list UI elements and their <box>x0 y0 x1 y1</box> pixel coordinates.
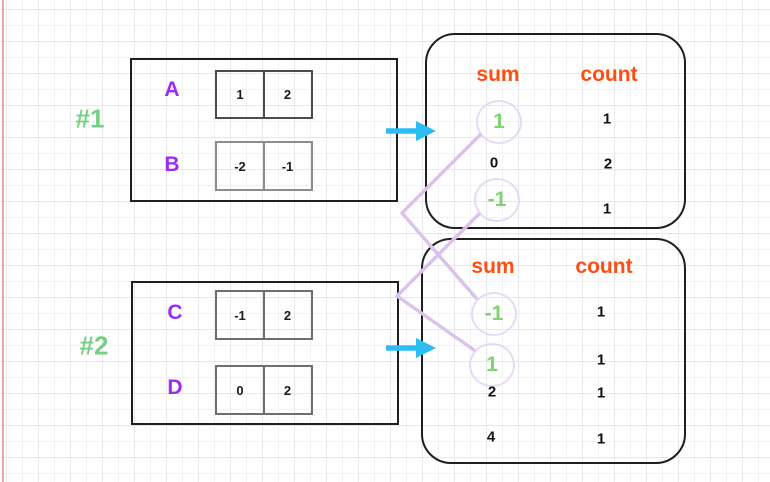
array-a-name: A <box>164 78 180 101</box>
group-1-hash-table: sum count 1 1 0 2 -1 1 <box>425 33 686 229</box>
array-a-cells: 1 2 <box>215 70 313 119</box>
array-d-cell-1: 2 <box>262 365 313 415</box>
count-header-1: count <box>580 63 638 86</box>
page-margin-line <box>2 0 4 482</box>
group-2-hash-table: sum count -1 1 1 1 2 1 4 1 <box>421 238 686 464</box>
table-2-count: 1 <box>596 351 606 369</box>
table-2-sum-highlighted: 1 <box>469 343 515 387</box>
group-1-label: #1 <box>75 103 105 134</box>
table-1-count: 1 <box>602 110 612 128</box>
table-1-sum-highlighted: 1 <box>476 100 522 144</box>
table-1-count: 2 <box>603 155 613 173</box>
array-c-cells: -1 2 <box>215 290 313 340</box>
array-a-cell-1: 2 <box>262 70 313 119</box>
group-2-label: #2 <box>79 330 109 361</box>
table-2-count: 1 <box>596 303 606 321</box>
array-c-name: C <box>167 301 183 324</box>
table-2-count: 1 <box>596 430 606 448</box>
group-2-array-box: C -1 2 D 0 2 <box>131 281 399 425</box>
group-1-array-box: A 1 2 B -2 -1 <box>130 58 398 202</box>
array-c-cell-1: 2 <box>262 290 313 340</box>
table-1-sum-highlighted: -1 <box>474 178 520 222</box>
table-2-sum: 4 <box>486 428 496 446</box>
count-header-2: count <box>575 255 633 278</box>
table-2-sum: 2 <box>487 383 497 401</box>
table-2-count: 1 <box>596 384 606 402</box>
array-d-name: D <box>167 376 183 399</box>
array-b-cells: -2 -1 <box>215 141 313 191</box>
arrow-group-2-icon <box>386 338 436 358</box>
table-1-sum: 0 <box>489 154 499 172</box>
array-a-cell-0: 1 <box>215 70 265 119</box>
array-c-cell-0: -1 <box>215 290 265 340</box>
array-b-cell-1: -1 <box>262 141 313 191</box>
sum-header-2: sum <box>471 255 515 278</box>
sum-header-1: sum <box>476 63 520 86</box>
table-2-sum-highlighted: -1 <box>471 292 517 336</box>
array-b-name: B <box>164 153 180 176</box>
array-d-cells: 0 2 <box>215 365 313 415</box>
array-d-cell-0: 0 <box>215 365 265 415</box>
array-b-cell-0: -2 <box>215 141 265 191</box>
arrow-group-1-icon <box>386 121 436 141</box>
table-1-count: 1 <box>602 200 612 218</box>
